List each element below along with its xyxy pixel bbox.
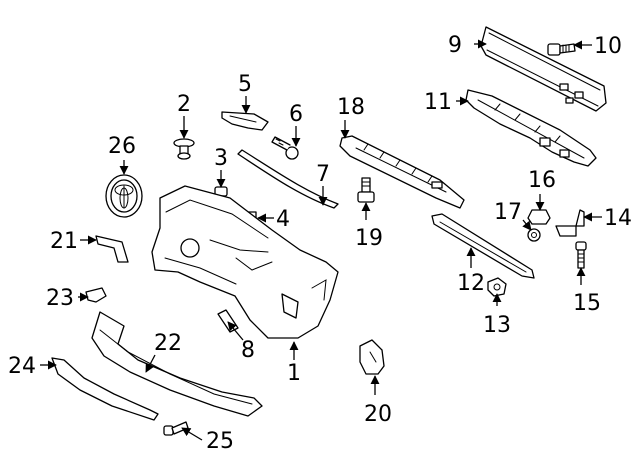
lower-bracket-part	[431, 213, 535, 279]
callout-20: 20	[364, 402, 392, 427]
lower-molding-part	[51, 357, 159, 421]
bolt-part-16	[527, 209, 551, 225]
callout-13: 13	[483, 313, 511, 338]
nut-part-17	[527, 228, 541, 242]
cover-part-8	[217, 309, 239, 333]
callout-2: 2	[177, 92, 191, 117]
callout-1: 1	[287, 361, 301, 386]
callout-11: 11	[424, 90, 452, 115]
bolt-part-19	[357, 177, 375, 203]
energy-absorber-part	[465, 89, 597, 167]
callout-26: 26	[108, 134, 136, 159]
callout-6: 6	[289, 102, 303, 127]
callout-3: 3	[214, 146, 228, 171]
screw-part-2	[173, 138, 195, 160]
leader-lines	[40, 39, 602, 441]
callout-labels: 9 10 11 18 5 6 2 26 3 7 16 4 17 14 19 21…	[8, 33, 632, 454]
bracket-part-21	[95, 235, 129, 263]
bolt-part-6	[271, 136, 299, 160]
cap-part-20	[359, 339, 385, 375]
screw-part-25	[163, 421, 189, 436]
bumper-cover-part	[151, 185, 339, 339]
callout-16: 16	[528, 168, 556, 193]
bolt-part-10	[547, 43, 576, 56]
callout-7: 7	[316, 162, 330, 187]
trim-strip-part	[237, 149, 339, 209]
callout-24: 24	[8, 354, 36, 379]
bracket-part-14	[555, 209, 585, 237]
bumper-reinforcement-part	[480, 26, 607, 112]
callout-10: 10	[594, 34, 622, 59]
clip-part-23	[85, 287, 107, 303]
bolt-part-15	[575, 241, 587, 269]
callout-9: 9	[448, 33, 462, 58]
lower-spoiler-part	[91, 311, 263, 417]
callout-18: 18	[337, 95, 365, 120]
callout-22: 22	[154, 331, 182, 356]
callout-12: 12	[457, 271, 485, 296]
nut-part	[487, 277, 507, 297]
callout-4: 4	[276, 207, 290, 232]
callout-23: 23	[46, 286, 74, 311]
callout-21: 21	[50, 229, 78, 254]
bumper-support-part	[339, 135, 465, 209]
callout-5: 5	[238, 72, 252, 97]
callout-19: 19	[355, 226, 383, 251]
emblem-part	[105, 174, 143, 218]
bracket-part-5	[221, 111, 269, 131]
callout-15: 15	[573, 291, 601, 316]
callout-17: 17	[494, 200, 522, 225]
callout-8: 8	[241, 338, 255, 363]
callout-25: 25	[206, 429, 234, 454]
callout-14: 14	[604, 206, 632, 231]
